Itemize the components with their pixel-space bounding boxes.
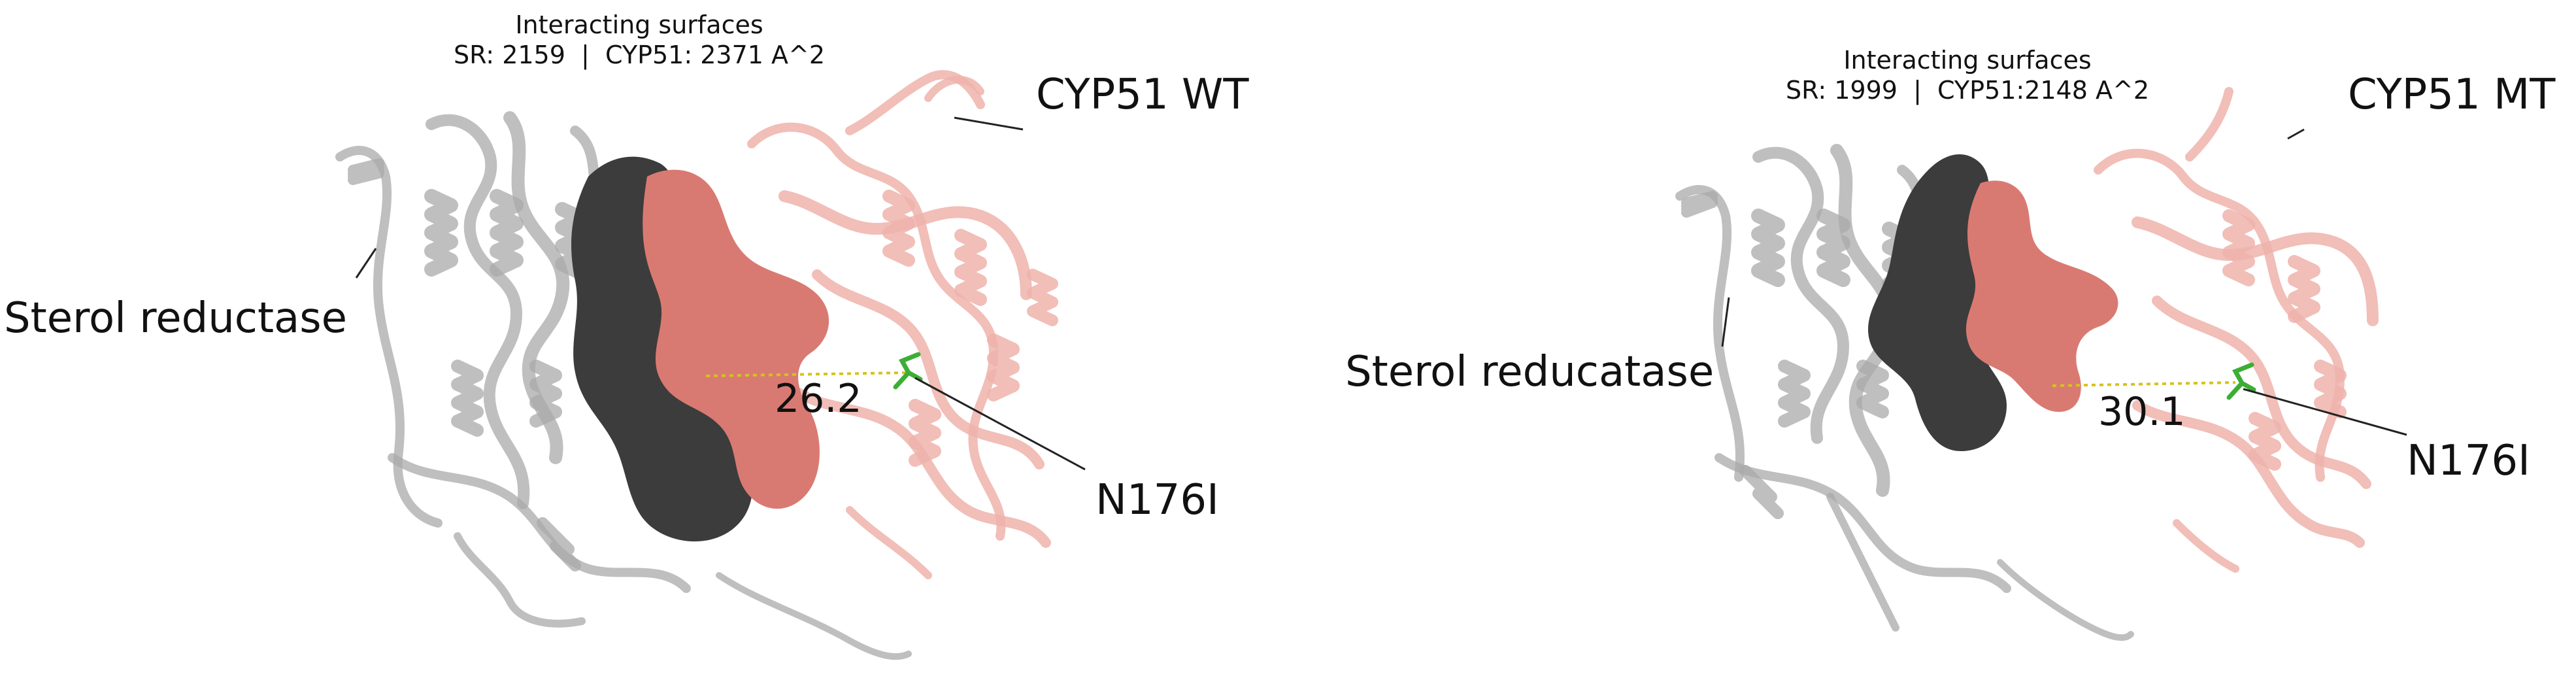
mt-cyp51-ribbon xyxy=(2094,87,2379,573)
mt-label-leaders xyxy=(1721,128,2407,436)
mt-interface-surfaces xyxy=(1867,154,2118,452)
wt-surfaces-title: Interacting surfaces xyxy=(515,10,763,39)
wt-cyp51-label: CYP51 WT xyxy=(1036,71,1249,119)
mt-surfaces-values: SR: 1999 | CYP51:2148 A^2 xyxy=(1785,76,2149,105)
mt-cyp51-label: CYP51 MT xyxy=(2348,71,2556,119)
wt-cyp51-surface xyxy=(643,169,829,509)
wt-panel: Interacting surfaces SR: 2159 | CYP51: 2… xyxy=(4,10,1249,660)
wt-mutation-label: N176I xyxy=(1096,476,1219,524)
mt-structure-render xyxy=(1675,87,2407,641)
mt-distance-line xyxy=(2052,381,2236,387)
mt-panel: Interacting surfaces SR: 1999 | CYP51:21… xyxy=(1288,0,2576,695)
mt-sterol-reductase-label: Sterol reducatase xyxy=(1345,348,1715,396)
wt-surfaces-values: SR: 2159 | CYP51: 2371 A^2 xyxy=(453,41,826,69)
wt-distance-label: 26.2 xyxy=(775,376,862,422)
mt-surfaces-title: Interacting surfaces xyxy=(1843,46,2092,75)
wt-label-leaders xyxy=(355,116,1086,471)
mt-mutation-sticks xyxy=(2226,362,2256,400)
mt-distance-label: 30.1 xyxy=(2098,389,2186,435)
wt-sterol-reductase-label: Sterol reductase xyxy=(4,294,347,343)
mt-mutation-label: N176I xyxy=(2407,437,2530,485)
wt-interface-surfaces xyxy=(571,156,829,542)
wt-distance-line xyxy=(705,371,909,377)
mt-cyp51-surface xyxy=(1965,180,2118,412)
wt-structure-render xyxy=(335,70,1086,660)
wt-mutation-sticks xyxy=(893,352,923,390)
wt-cyp51-ribbon xyxy=(747,70,1058,579)
